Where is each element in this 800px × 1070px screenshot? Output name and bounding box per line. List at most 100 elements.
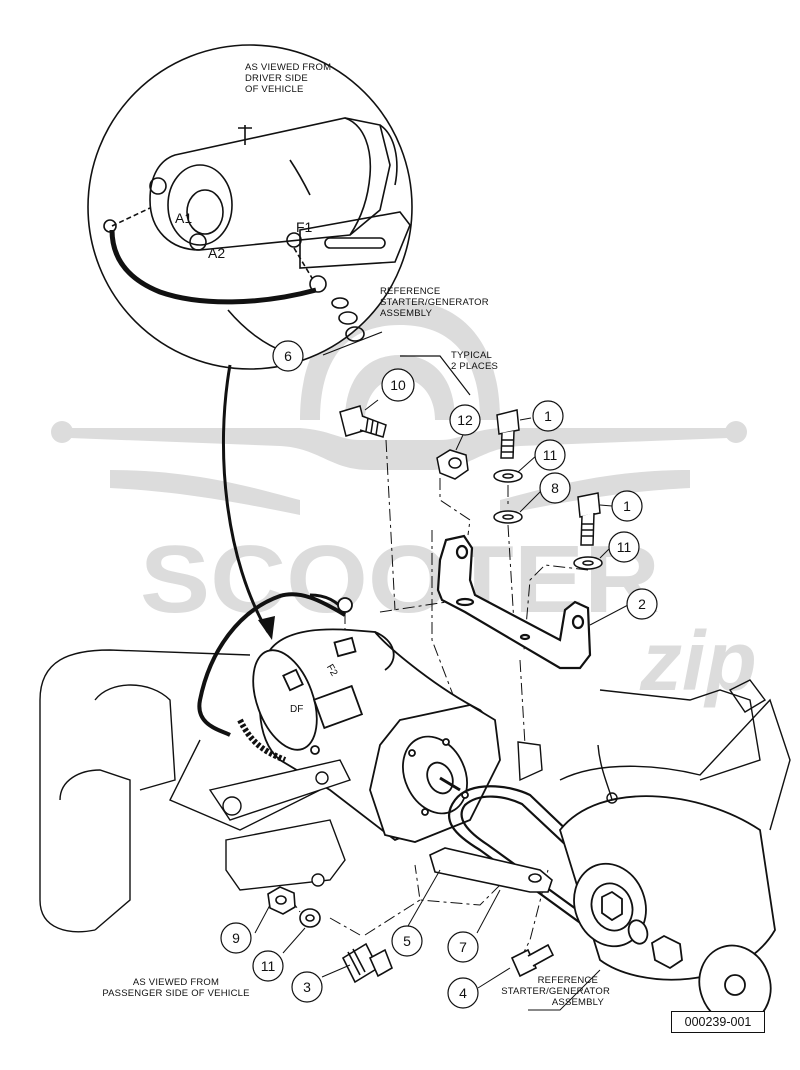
leader-3 <box>321 964 351 978</box>
nut-12-hole <box>448 457 462 469</box>
callout-12: 12 <box>449 404 481 436</box>
nut-9-hole <box>275 895 287 905</box>
align-bolt-1b <box>523 564 589 651</box>
note-reference-bottom-line-3: ASSEMBLY <box>551 997 604 1008</box>
leader-5 <box>407 869 441 927</box>
tension-arm-end <box>315 771 329 785</box>
bolt-1b-thread <box>582 523 594 537</box>
align-bracket-right <box>519 659 526 746</box>
chassis-cable <box>169 739 321 831</box>
callout-5: 5 <box>391 925 423 957</box>
engine-base-bolt <box>311 873 325 887</box>
align-nut-12 <box>439 478 471 536</box>
leader-reference-bottom <box>528 969 601 1011</box>
align-lower-3 <box>364 899 421 936</box>
note-typical: TYPICAL 2 PLACES <box>451 350 498 372</box>
watermark-wing-left-dot <box>51 421 73 443</box>
callout-2-label: 2 <box>638 596 646 612</box>
callout-10: 10 <box>381 368 415 402</box>
bell-bolt-2 <box>442 738 450 746</box>
callout-8: 8 <box>539 472 571 504</box>
engine-hose <box>597 744 613 801</box>
chassis-leg <box>59 769 131 931</box>
bracket-slot-left <box>455 597 475 607</box>
bell-bolt-1 <box>408 749 416 757</box>
exploded-hardware-bottom <box>267 847 555 984</box>
washer-11c-hole <box>305 914 315 922</box>
pulley-nut <box>601 890 623 922</box>
f2-wire <box>197 592 347 737</box>
bolt-10-thread <box>365 417 379 436</box>
starter-vent-hole <box>310 745 320 755</box>
inset-cable-ring-left <box>103 219 117 233</box>
callout-4-label: 4 <box>459 985 467 1001</box>
bolt-1a-thread <box>502 439 514 453</box>
leader-10 <box>364 399 379 411</box>
callout-3: 3 <box>291 971 323 1003</box>
washer-8-hole <box>502 514 514 520</box>
note-passenger-side: AS VIEWED FROM PASSENGER SIDE OF VEHICLE <box>96 977 256 999</box>
inset-washer-1 <box>331 297 349 309</box>
callout-11b: 11 <box>608 531 640 563</box>
lower-bracket-7 <box>429 847 553 893</box>
inset-motor-end-cap <box>167 164 233 246</box>
inset-leader-f1 <box>293 247 313 279</box>
callout-1a-label: 1 <box>544 408 552 424</box>
note-driver-side: AS VIEWED FROM DRIVER SIDE OF VEHICLE <box>245 62 331 95</box>
inset-sensor-wire <box>289 159 311 196</box>
leader-9 <box>254 904 271 934</box>
inset-to-assembly-arrow <box>221 364 270 633</box>
callout-11b-label: 11 <box>617 539 632 555</box>
note-reference-top: REFERENCE STARTER/GENERATOR ASSEMBLY <box>380 286 489 319</box>
watermark-wing-lower-right <box>500 470 690 515</box>
engine-exhaust <box>599 689 761 781</box>
bracket-hole-top <box>455 544 469 560</box>
leader-2 <box>589 604 629 626</box>
note-typical-line-2: 2 PLACES <box>451 361 499 372</box>
callout-4: 4 <box>447 977 479 1009</box>
callout-12-label: 12 <box>457 412 473 428</box>
terminal-f2-label: F2 <box>324 663 340 679</box>
callout-9-label: 9 <box>232 930 240 946</box>
detail-inset-circle <box>87 44 413 370</box>
inset-terminal-f1-nut <box>286 232 302 248</box>
callout-1b: 1 <box>611 490 643 522</box>
inset-motor-bore <box>186 189 224 235</box>
bolt-10-shank <box>359 415 387 438</box>
note-typical-line-1: TYPICAL <box>451 350 492 361</box>
callout-11c: 11 <box>252 950 284 982</box>
wire-loom <box>237 718 287 763</box>
bracket-slot-right <box>519 633 531 641</box>
bolt-4-shank <box>527 943 555 967</box>
callout-7: 7 <box>447 931 479 963</box>
engine-background <box>517 679 791 831</box>
callout-1a: 1 <box>532 400 564 432</box>
note-reference-top-line-1: REFERENCE <box>380 286 441 297</box>
callout-leaders <box>254 399 629 989</box>
leader-11c <box>282 927 306 954</box>
callout-11c-label: 11 <box>261 958 276 974</box>
f2-terminal-block <box>333 636 357 658</box>
pulley-lock-nut <box>651 934 683 970</box>
note-passenger-side-line-1: AS VIEWED FROM <box>132 977 220 988</box>
washer-11b-hole <box>582 560 594 566</box>
watermark-wing-lower-left <box>110 470 300 515</box>
callout-11a-label: 11 <box>543 447 558 463</box>
starter-shaft <box>439 776 461 792</box>
note-driver-side-line-3: OF VEHICLE <box>245 84 304 95</box>
note-reference-bottom: REFERENCE STARTER/GENERATOR ASSEMBLY <box>498 975 610 1008</box>
terminal-a1-label: A1 <box>175 210 192 226</box>
chassis-background <box>39 649 351 933</box>
leader-11b <box>599 547 611 559</box>
align-bolt-10 <box>385 439 396 611</box>
f2-wire-ring <box>337 597 353 613</box>
callout-5-label: 5 <box>403 933 411 949</box>
inset-nut <box>345 326 365 342</box>
chassis-left-edge <box>39 700 96 933</box>
note-reference-bottom-line-1: REFERENCE <box>537 975 598 986</box>
callout-6: 6 <box>272 340 304 372</box>
callout-6-label: 6 <box>284 348 292 364</box>
note-driver-side-line-1: AS VIEWED FROM <box>245 62 332 73</box>
callout-2: 2 <box>626 588 658 620</box>
